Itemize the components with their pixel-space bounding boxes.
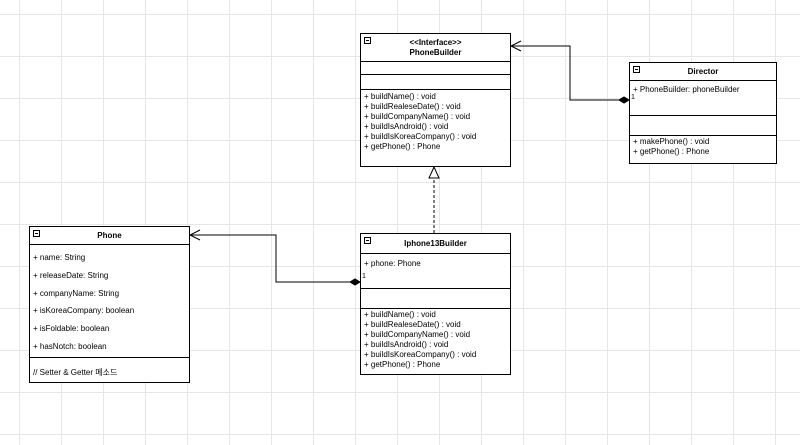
class-iphone13builder[interactable]: Iphone13Builder + phone: Phone + buildNa… [360, 233, 511, 375]
composition-diamond [349, 278, 361, 286]
class-header: Phone [30, 227, 189, 245]
attribute: + hasNotch: boolean [33, 341, 107, 351]
attributes-compartment: + phone: Phone [361, 254, 510, 289]
attribute: + phone: Phone [364, 259, 421, 268]
realization-arrowhead [428, 165, 440, 179]
class-director[interactable]: Director + PhoneBuilder: phoneBuilder + … [629, 62, 777, 164]
empty-compartment [630, 116, 776, 136]
class-name: PhoneBuilder [409, 48, 462, 57]
attribute: + releaseDate: String [33, 270, 109, 280]
attribute: + isFoldable: boolean [33, 324, 110, 334]
method: + buildIsAndroid() : void [364, 340, 449, 349]
class-name: Director [687, 67, 719, 76]
method: + buildCompanyName() : void [364, 112, 471, 121]
method: + buildName() : void [364, 310, 436, 319]
method: + buildIsKoreaCompany() : void [364, 350, 477, 359]
attributes-compartment: + PhoneBuilder: phoneBuilder [630, 81, 776, 116]
methods-compartment: + makePhone() : void + getPhone() : Phon… [630, 136, 776, 157]
method: + buildName() : void [364, 92, 436, 101]
attribute: + PhoneBuilder: phoneBuilder [633, 85, 740, 94]
multiplicity-label: 1 [362, 273, 366, 280]
methods-compartment: + buildName() : void + buildRealeseDate(… [361, 90, 510, 152]
association-director-phonebuilder[interactable] [509, 40, 630, 104]
class-phone[interactable]: Phone + name: String + releaseDate: Stri… [29, 226, 190, 383]
operations-compartment: // Setter & Getter 메소드 [30, 358, 189, 378]
method: + buildCompanyName() : void [364, 330, 471, 339]
class-header: Iphone13Builder [361, 234, 510, 254]
empty-compartment [361, 289, 510, 309]
method: + getPhone() : Phone [364, 360, 441, 369]
multiplicity-label: 1 [631, 94, 635, 101]
method: + makePhone() : void [633, 137, 710, 146]
realization-iphone13builder-phonebuilder[interactable] [428, 165, 440, 233]
attribute: + companyName: String [33, 288, 120, 298]
attribute: + isKoreaCompany: boolean [33, 306, 135, 316]
method: + buildRealeseDate() : void [364, 102, 461, 111]
attribute: + name: String [33, 253, 86, 262]
method: + buildIsAndroid() : void [364, 122, 449, 131]
class-header: Director [630, 63, 776, 81]
attributes-compartment [361, 62, 510, 75]
method: + buildIsKoreaCompany() : void [364, 132, 477, 141]
method: + getPhone() : Phone [633, 147, 710, 156]
empty-compartment [361, 75, 510, 90]
composition-diamond [618, 96, 630, 104]
collapse-icon[interactable] [633, 66, 640, 73]
methods-compartment: + buildName() : void + buildRealeseDate(… [361, 309, 510, 370]
class-stereotype: <<Interface>> [409, 38, 462, 47]
method: + getPhone() : Phone [364, 142, 441, 151]
collapse-icon[interactable] [364, 37, 371, 44]
class-phonebuilder[interactable]: <<Interface>> PhoneBuilder + buildName()… [360, 33, 511, 167]
association-iphone13builder-phone[interactable] [188, 229, 361, 286]
collapse-icon[interactable] [364, 237, 371, 244]
note-text: // Setter & Getter 메소드 [33, 368, 118, 377]
class-header: <<Interface>> PhoneBuilder [361, 34, 510, 62]
method: + buildRealeseDate() : void [364, 320, 461, 329]
class-name: Iphone13Builder [404, 239, 467, 248]
collapse-icon[interactable] [33, 230, 40, 237]
class-name: Phone [97, 231, 122, 240]
attributes-compartment: + name: String + releaseDate: String + c… [30, 245, 189, 358]
